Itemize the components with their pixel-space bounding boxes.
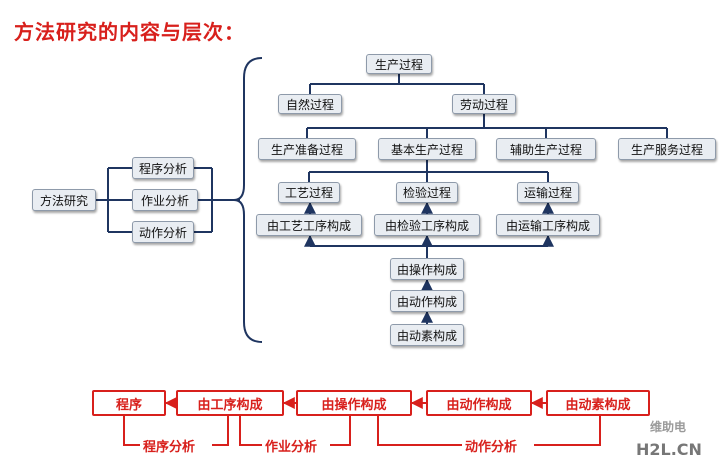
analysis-node-motion: 动作分析	[132, 221, 194, 243]
node-category-auxiliary: 辅助生产过程	[496, 138, 596, 160]
node-by-motion: 由动作构成	[390, 290, 464, 312]
red-label-program-analysis: 程序分析	[140, 436, 199, 455]
analysis-node-program: 程序分析	[132, 157, 194, 179]
node-production-process: 生产过程	[366, 54, 432, 74]
root-node: 方法研究	[32, 189, 96, 211]
page-title: 方法研究的内容与层次：	[14, 20, 245, 44]
node-sub-transport: 运输过程	[517, 182, 579, 203]
node-category-service: 生产服务过程	[618, 138, 716, 160]
watermark-top: 维助电	[650, 420, 687, 434]
node-by-operation: 由操作构成	[390, 258, 464, 280]
node-natural-process: 自然过程	[278, 94, 342, 114]
node-labor-process: 劳动过程	[452, 94, 516, 114]
node-sub-inspection: 检验过程	[396, 182, 458, 203]
node-compose-inspection: 由检验工序构成	[374, 214, 480, 236]
red-label-motion-analysis: 动作分析	[462, 436, 521, 455]
red-box-program: 程序	[92, 390, 166, 416]
red-box-by-process: 由工序构成	[176, 390, 284, 416]
watermark-logo: H2L.CN	[636, 440, 702, 459]
node-compose-technology: 由工艺工序构成	[256, 214, 362, 236]
node-by-therblig: 由动素构成	[390, 324, 464, 346]
analysis-node-operation: 作业分析	[132, 189, 198, 211]
node-compose-transport: 由运输工序构成	[496, 214, 600, 236]
red-label-operation-analysis: 作业分析	[262, 436, 321, 455]
red-box-by-motion: 由动作构成	[426, 390, 532, 416]
node-category-basic: 基本生产过程	[378, 138, 476, 160]
node-sub-technology: 工艺过程	[278, 182, 340, 203]
red-box-by-operation: 由操作构成	[296, 390, 412, 416]
node-category-preparation: 生产准备过程	[258, 138, 356, 160]
red-box-by-therblig: 由动素构成	[546, 390, 650, 416]
